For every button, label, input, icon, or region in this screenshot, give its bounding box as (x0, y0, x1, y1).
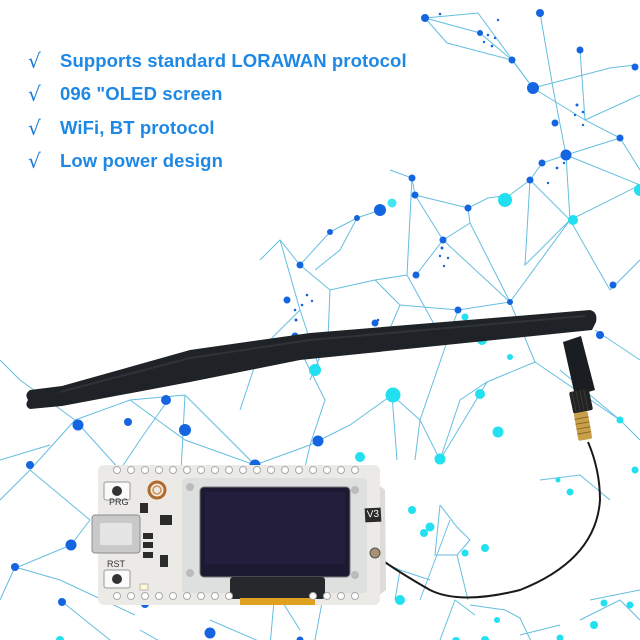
feature-item: √ 096 "OLED screen (28, 78, 407, 112)
feature-item: √ Low power design (28, 145, 407, 179)
version-label: V3 (364, 507, 382, 523)
feature-text: Supports standard LORAWAN protocol (60, 49, 407, 71)
feature-list: √ Supports standard LORAWAN protocol √ 0… (28, 44, 407, 178)
feature-text: WiFi, BT protocol (60, 116, 215, 138)
rst-label: RST (107, 559, 125, 569)
check-icon: √ (28, 149, 41, 174)
feature-item: √ WiFi, BT protocol (28, 111, 407, 145)
feature-text: Low power design (60, 150, 223, 172)
check-icon: √ (28, 82, 41, 107)
antenna (26, 310, 602, 599)
feature-item: √ Supports standard LORAWAN protocol (28, 44, 407, 78)
lora-board (91, 465, 386, 605)
check-icon: √ (28, 115, 41, 140)
check-icon: √ (28, 48, 41, 73)
feature-text: 096 "OLED screen (60, 83, 223, 105)
prg-label: PRG (109, 497, 129, 507)
